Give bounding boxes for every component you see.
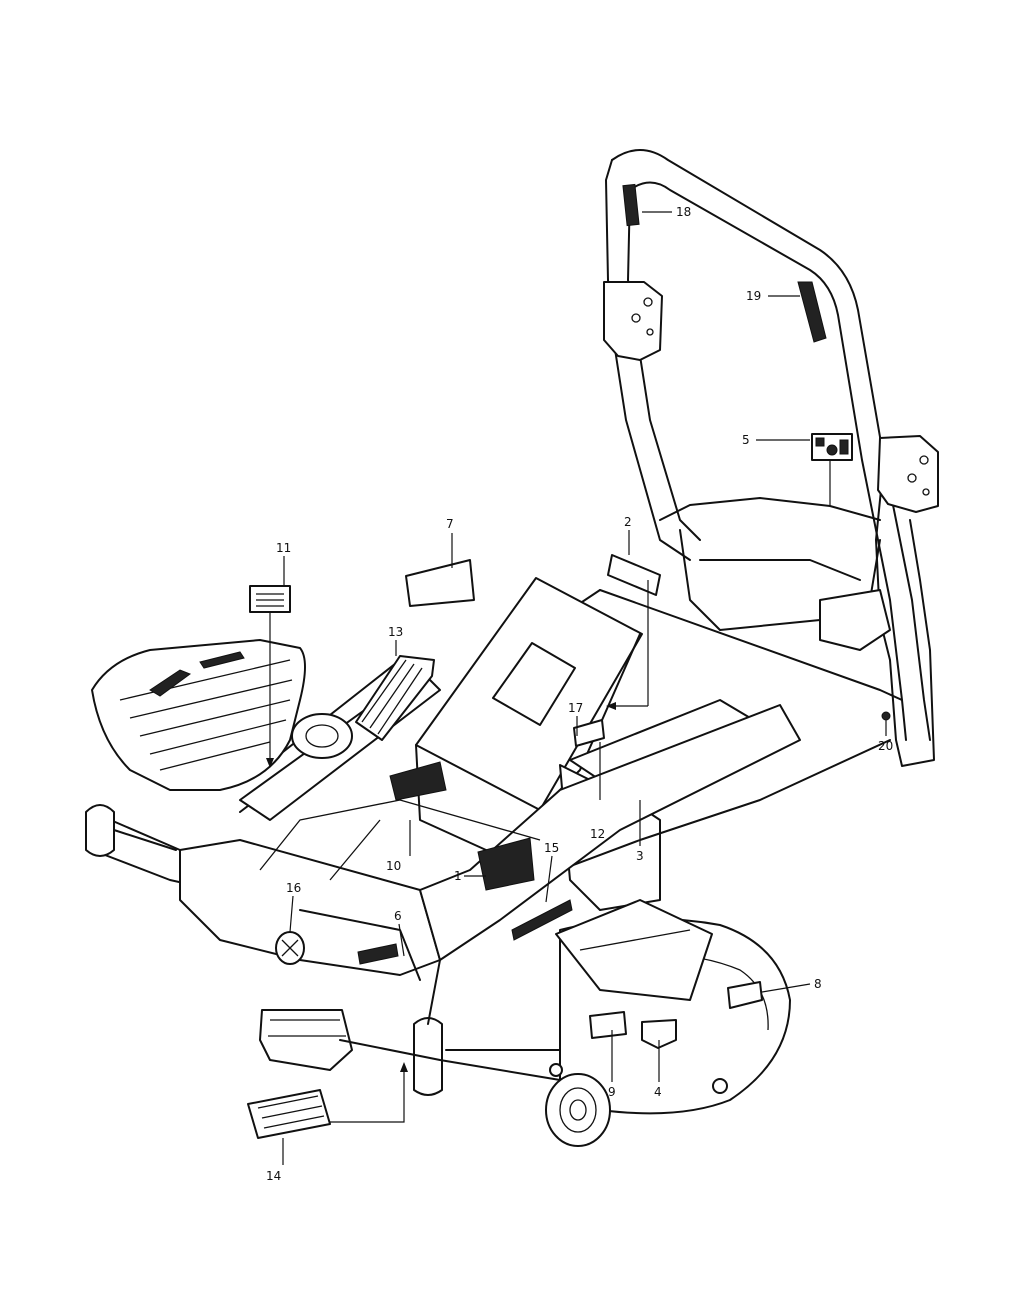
callout-19: 19: [746, 289, 761, 303]
callout-9: 9: [608, 1085, 616, 1099]
callout-5: 5: [742, 433, 750, 447]
callout-3: 3: [636, 849, 644, 863]
decal-shapes: [247, 554, 891, 1139]
engine: [91, 639, 435, 791]
mower-deck: [259, 899, 791, 1147]
callout-10: 10: [386, 859, 401, 873]
callout-15: 15: [544, 841, 559, 855]
callout-17: 17: [568, 701, 583, 715]
callout-1: 1: [454, 869, 462, 883]
arrow-14: [400, 1062, 408, 1072]
callout-7: 7: [446, 517, 454, 531]
callout-12: 12: [590, 827, 605, 841]
callout-18: 18: [676, 205, 691, 219]
callout-11: 11: [276, 541, 291, 555]
callout-14: 14: [266, 1169, 281, 1183]
leader-lines: [266, 211, 887, 1165]
callout-8: 8: [814, 977, 822, 991]
callout-4: 4: [654, 1085, 662, 1099]
rops-decals: [622, 183, 853, 461]
callouts: 18 19 5 2 7 11 13 17 20 12 3 15 10 1 16 …: [266, 205, 893, 1183]
callout-2: 2: [624, 515, 632, 529]
callout-16: 16: [286, 881, 301, 895]
arrow-11: [266, 758, 274, 768]
callout-6: 6: [394, 909, 402, 923]
rops-roll-bar: [603, 149, 939, 767]
arrow-2: [606, 702, 616, 710]
callout-20: 20: [878, 739, 893, 753]
callout-13: 13: [388, 625, 403, 639]
